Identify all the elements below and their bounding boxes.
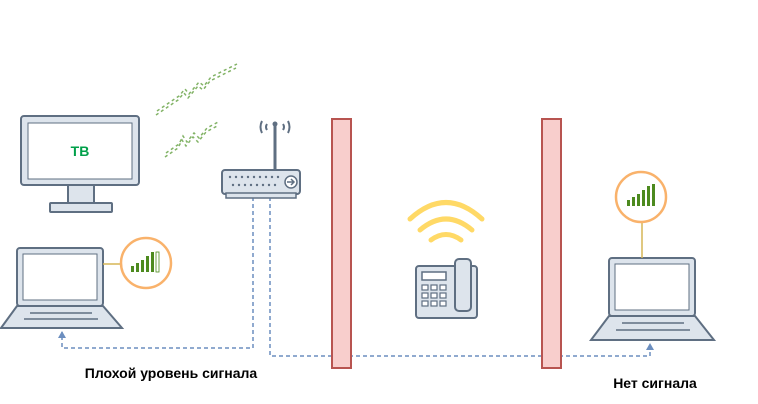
signal-strength-icon xyxy=(614,170,668,224)
phone-icon xyxy=(415,258,478,319)
tv-label: ТВ xyxy=(71,143,90,159)
router-icon xyxy=(221,120,301,199)
cable-arrow-right xyxy=(646,343,654,350)
laptop-icon xyxy=(589,257,717,341)
laptop-icon xyxy=(0,247,125,329)
poor-signal-label: Плохой уровень сигнала xyxy=(84,365,258,381)
wall xyxy=(331,118,352,369)
no-signal-label: Нет сигнала xyxy=(613,375,697,391)
cable-arrow-left xyxy=(58,331,66,338)
cable xyxy=(61,197,651,357)
tv-icon xyxy=(20,115,140,213)
wall xyxy=(541,118,562,369)
signal-strength-icon xyxy=(119,236,173,290)
wifi-icon xyxy=(407,200,485,243)
interference-icon xyxy=(155,63,238,158)
